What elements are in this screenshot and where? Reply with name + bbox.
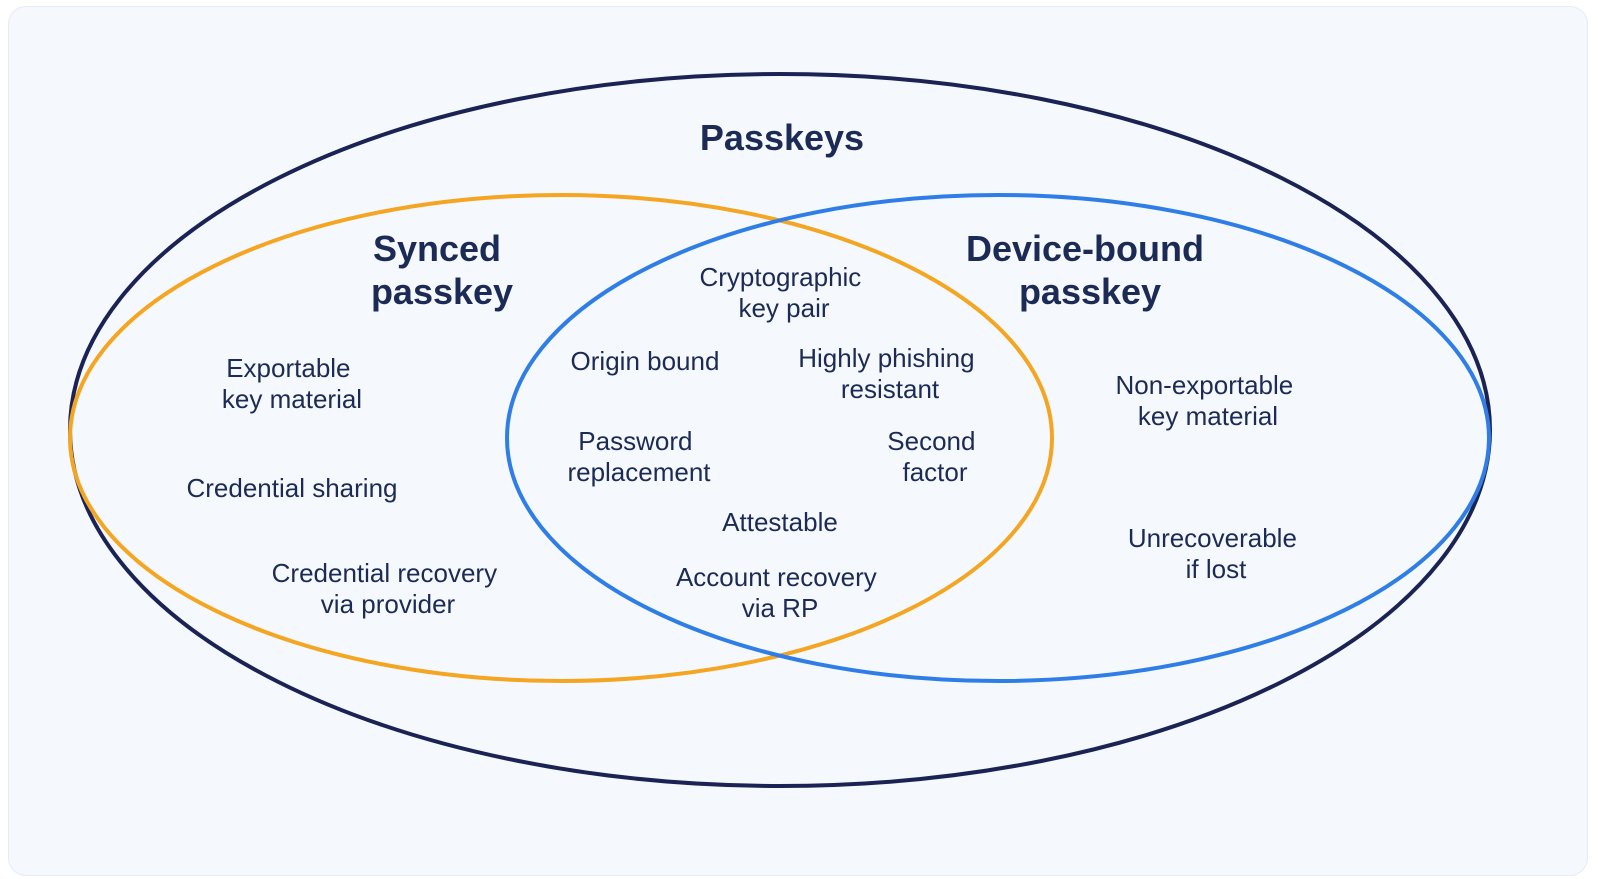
synced-item-credential-sharing: Credential sharing	[186, 473, 397, 503]
shared-item-cryptographic-key-pair: Cryptographic key pair	[699, 262, 868, 323]
background-panel	[8, 6, 1588, 876]
device-item-non-exportable-key-material: Non-exportable key material	[1115, 370, 1300, 431]
diagram-title: Passkeys	[700, 117, 864, 158]
shared-item-account-recovery: Account recovery via RP	[676, 562, 884, 623]
device-bound-passkey-ellipse	[505, 193, 1491, 683]
device-bound-heading: Device-bound passkey	[966, 228, 1214, 312]
shared-item-password-replacement: Password replacement	[567, 426, 711, 487]
synced-item-exportable-key-material: Exportable key material	[222, 353, 362, 414]
shared-item-second-factor: Second factor	[887, 426, 982, 487]
shared-item-attestable: Attestable	[722, 507, 838, 537]
synced-heading: Synced passkey	[371, 228, 513, 312]
device-item-unrecoverable-if-lost: Unrecoverable if lost	[1128, 523, 1304, 584]
shared-item-highly-phishing-resistant: Highly phishing resistant	[798, 343, 982, 404]
synced-passkey-ellipse	[68, 193, 1054, 683]
shared-item-origin-bound: Origin bound	[571, 346, 720, 376]
synced-item-credential-recovery: Credential recovery via provider	[272, 558, 505, 619]
